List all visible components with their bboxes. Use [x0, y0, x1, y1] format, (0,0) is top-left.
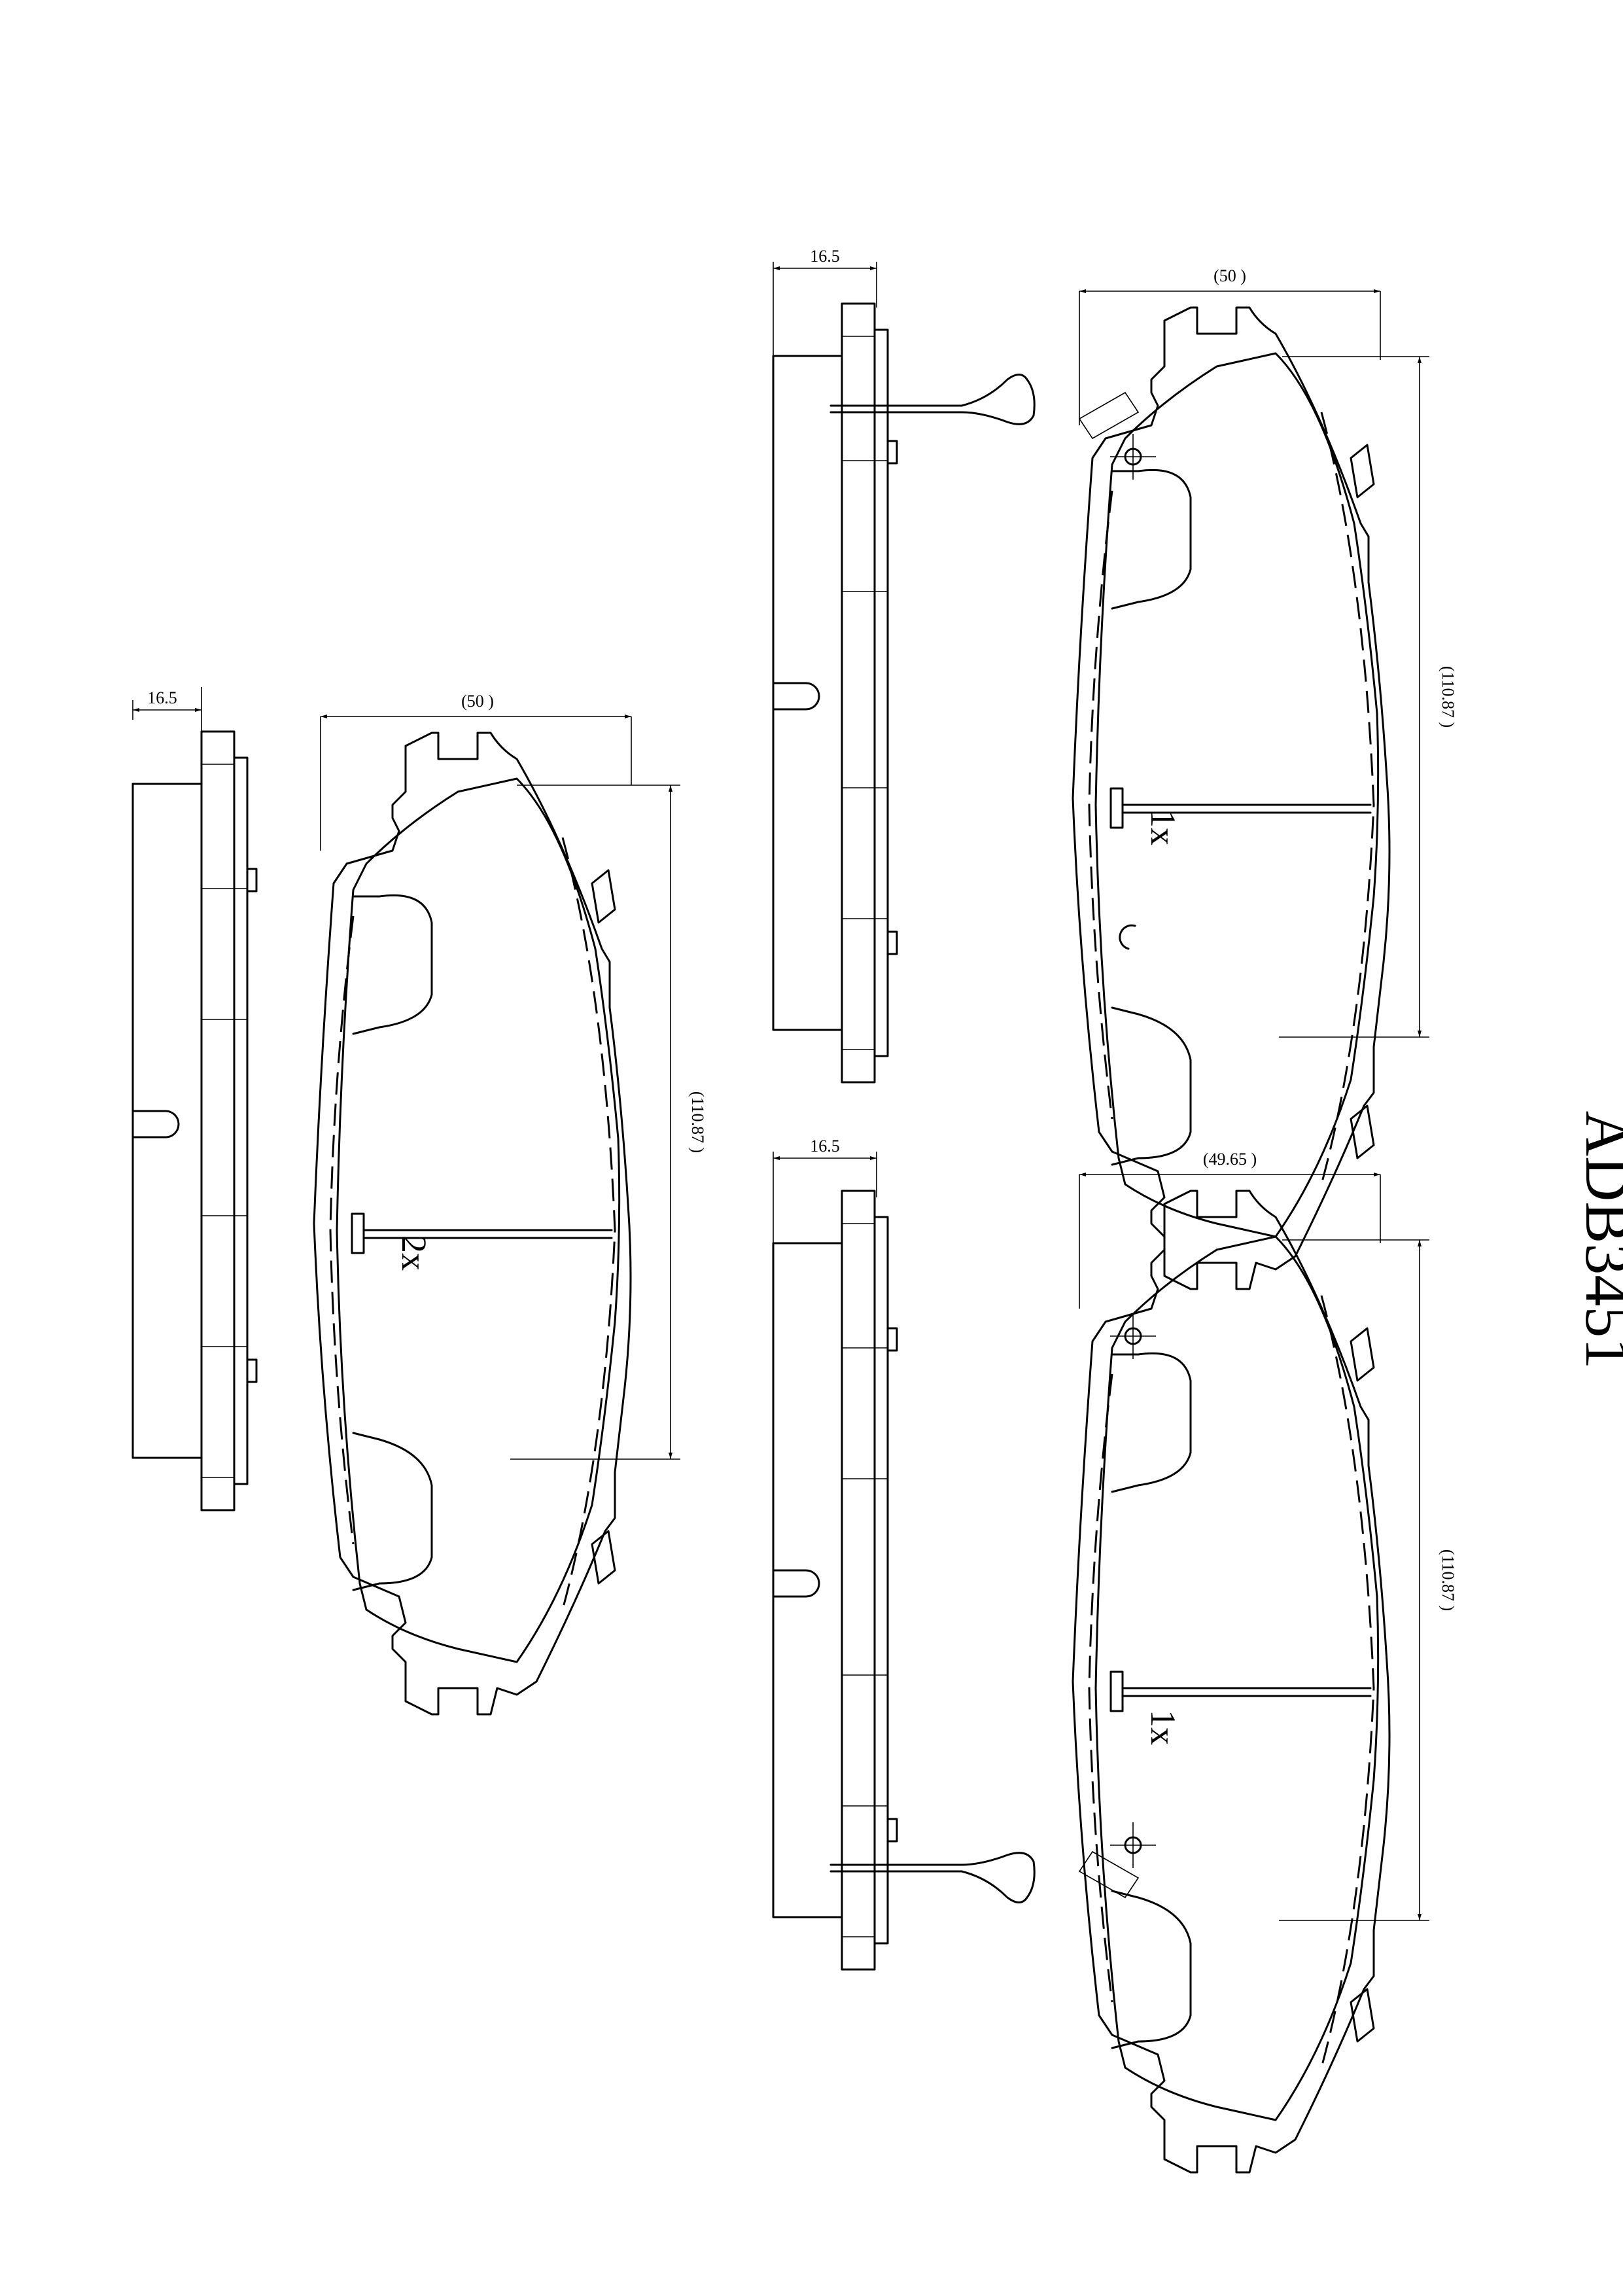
- bottom-right-pad-front-view: [1072, 1190, 1391, 2174]
- top-right-pad-side-view: [772, 302, 898, 1084]
- bottom-right-pad-width: (49.65 ): [1203, 1150, 1257, 1169]
- left-pad-thickness: 16.5: [147, 688, 177, 707]
- bottom-right-pad-mark-lower: [1109, 1821, 1157, 1869]
- top-right-pad-front-view: [1072, 306, 1391, 1290]
- top-right-pad-height: (110.87 ): [1439, 666, 1457, 728]
- left-pad-quantity: 2x: [394, 1235, 434, 1271]
- left-pad-height-dim: (110.87 ): [510, 785, 707, 1460]
- part-number: ADB3451: [1573, 1111, 1623, 1369]
- bottom-right-pad-quantity: 1x: [1143, 1710, 1183, 1745]
- bottom-right-pad-side-view: [772, 1190, 898, 1971]
- bottom-right-pad-side-dim: 16.5: [773, 1137, 877, 1250]
- bottom-right-pad-height: (110.87 ): [1439, 1549, 1457, 1611]
- top-right-pad-sensor: [1078, 391, 1140, 440]
- bottom-right-pad-thickness: 16.5: [810, 1137, 840, 1156]
- left-pad-front-view: [313, 732, 632, 1716]
- top-right-pad-width-dim: (50 ): [1079, 266, 1381, 425]
- top-right-pad-quantity: 1x: [1143, 810, 1183, 845]
- bottom-right-pad-mark-upper: [1109, 1312, 1157, 1360]
- bottom-right-pad-wire: [829, 1852, 1036, 1903]
- top-right-pad-wire: [829, 374, 1036, 425]
- left-pad-width-dim: (50 ): [320, 692, 632, 851]
- left-pad-width: (50 ): [461, 692, 494, 711]
- top-right-pad-lower-circle: [1119, 924, 1136, 950]
- left-pad-side-dim: 16.5: [132, 687, 202, 733]
- bottom-right-pad-sensor: [1078, 1850, 1140, 1899]
- top-right-pad-thickness: 16.5: [810, 247, 840, 266]
- top-right-pad-mark-upper: [1109, 433, 1157, 481]
- top-right-pad-width: (50 ): [1213, 266, 1246, 285]
- left-pad-height: (110.87 ): [688, 1091, 707, 1153]
- bottom-right-pad-height-dim: (110.87 ): [1279, 1239, 1457, 1921]
- left-pad-side-view: [131, 730, 258, 1511]
- top-right-pad-side-dim: 16.5: [773, 247, 877, 366]
- bottom-right-pad-width-dim: (49.65 ): [1079, 1150, 1381, 1309]
- top-right-pad-height-dim: (110.87 ): [1279, 356, 1457, 1038]
